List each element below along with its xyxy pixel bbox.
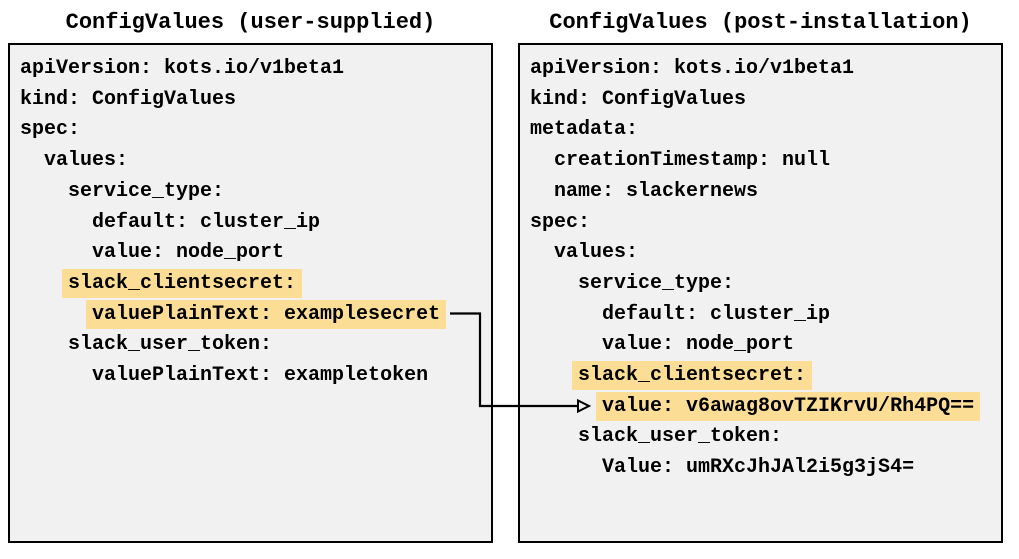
yaml-line: metadata:	[530, 115, 1001, 146]
yaml-line: spec:	[20, 115, 491, 146]
yaml-text: service_type:	[68, 179, 225, 203]
yaml-line: values:	[530, 238, 1001, 269]
yaml-code-post-installation: apiVersion: kots.io/v1beta1 kind: ConfigV…	[520, 45, 1001, 484]
yaml-text: value: node_port	[602, 333, 795, 357]
yaml-text: kind: ConfigValues	[530, 87, 747, 111]
yaml-line: service_type:	[530, 269, 1001, 300]
yaml-text: spec:	[530, 210, 591, 234]
yaml-text: values:	[44, 149, 129, 173]
yaml-text: metadata:	[530, 118, 639, 142]
yaml-line: default: cluster_ip	[530, 300, 1001, 331]
yaml-line: valuePlainText: examplesecret	[20, 299, 491, 331]
yaml-text: slack_user_token:	[578, 425, 783, 449]
yaml-text: values:	[554, 241, 639, 265]
panel-post-installation: ConfigValues (post-installation) apiVers…	[518, 7, 1003, 543]
highlighted-yaml-text: value: v6awag8ovTZIKrvU/Rh4PQ==	[596, 391, 981, 421]
yaml-text: spec:	[20, 118, 81, 142]
yaml-text: name: slackernews	[554, 179, 759, 203]
yaml-line: creationTimestamp: null	[530, 146, 1001, 177]
yaml-line: valuePlainText: exampletoken	[20, 361, 491, 392]
yaml-line: value: node_port	[20, 238, 491, 269]
yaml-text: creationTimestamp: null	[554, 149, 831, 173]
highlighted-yaml-text: slack_clientsecret:	[62, 268, 303, 298]
yaml-line: slack_user_token:	[20, 330, 491, 361]
yaml-line: spec:	[530, 208, 1001, 239]
yaml-text: kind: ConfigValues	[20, 87, 237, 111]
yaml-line: values:	[20, 146, 491, 177]
yaml-text: slack_user_token:	[68, 333, 273, 357]
yaml-text: apiVersion: kots.io/v1beta1	[530, 57, 855, 80]
yaml-text: apiVersion: kots.io/v1beta1	[20, 57, 345, 80]
yaml-line: service_type:	[20, 177, 491, 208]
yaml-text: service_type:	[578, 271, 735, 295]
yaml-line: Value: umRXcJhJAl2i5g3jS4=	[530, 453, 1001, 484]
yaml-line: kind: ConfigValues	[20, 85, 491, 116]
yaml-line: value: v6awag8ovTZIKrvU/Rh4PQ==	[530, 391, 1001, 423]
yaml-text: default: cluster_ip	[602, 302, 831, 326]
yaml-text: valuePlainText: exampletoken	[92, 364, 429, 388]
yaml-text: value: node_port	[92, 241, 285, 265]
yaml-line: default: cluster_ip	[20, 208, 491, 239]
panel-title-post-installation: ConfigValues (post-installation)	[549, 10, 972, 35]
yaml-line: value: node_port	[530, 330, 1001, 361]
code-box-user-supplied: apiVersion: kots.io/v1beta1 kind: ConfigV…	[8, 43, 493, 543]
yaml-line: slack_user_token:	[530, 422, 1001, 453]
yaml-line: slack_clientsecret:	[530, 361, 1001, 392]
yaml-text: Value: umRXcJhJAl2i5g3jS4=	[602, 456, 915, 480]
panel-title-user-supplied: ConfigValues (user-supplied)	[65, 10, 436, 35]
highlighted-yaml-text: slack_clientsecret:	[572, 361, 813, 391]
yaml-line: apiVersion: kots.io/v1beta1	[530, 54, 1001, 85]
yaml-line: slack_clientsecret:	[20, 268, 491, 300]
yaml-text: default: cluster_ip	[92, 210, 321, 234]
yaml-code-user-supplied: apiVersion: kots.io/v1beta1 kind: ConfigV…	[10, 45, 491, 392]
yaml-line: name: slackernews	[530, 177, 1001, 208]
yaml-line: kind: ConfigValues	[530, 85, 1001, 116]
yaml-line: apiVersion: kots.io/v1beta1	[20, 54, 491, 85]
code-box-post-installation: apiVersion: kots.io/v1beta1 kind: ConfigV…	[518, 43, 1003, 543]
panel-user-supplied: ConfigValues (user-supplied) apiVersion:…	[8, 7, 493, 543]
highlighted-yaml-text: valuePlainText: examplesecret	[86, 299, 447, 329]
